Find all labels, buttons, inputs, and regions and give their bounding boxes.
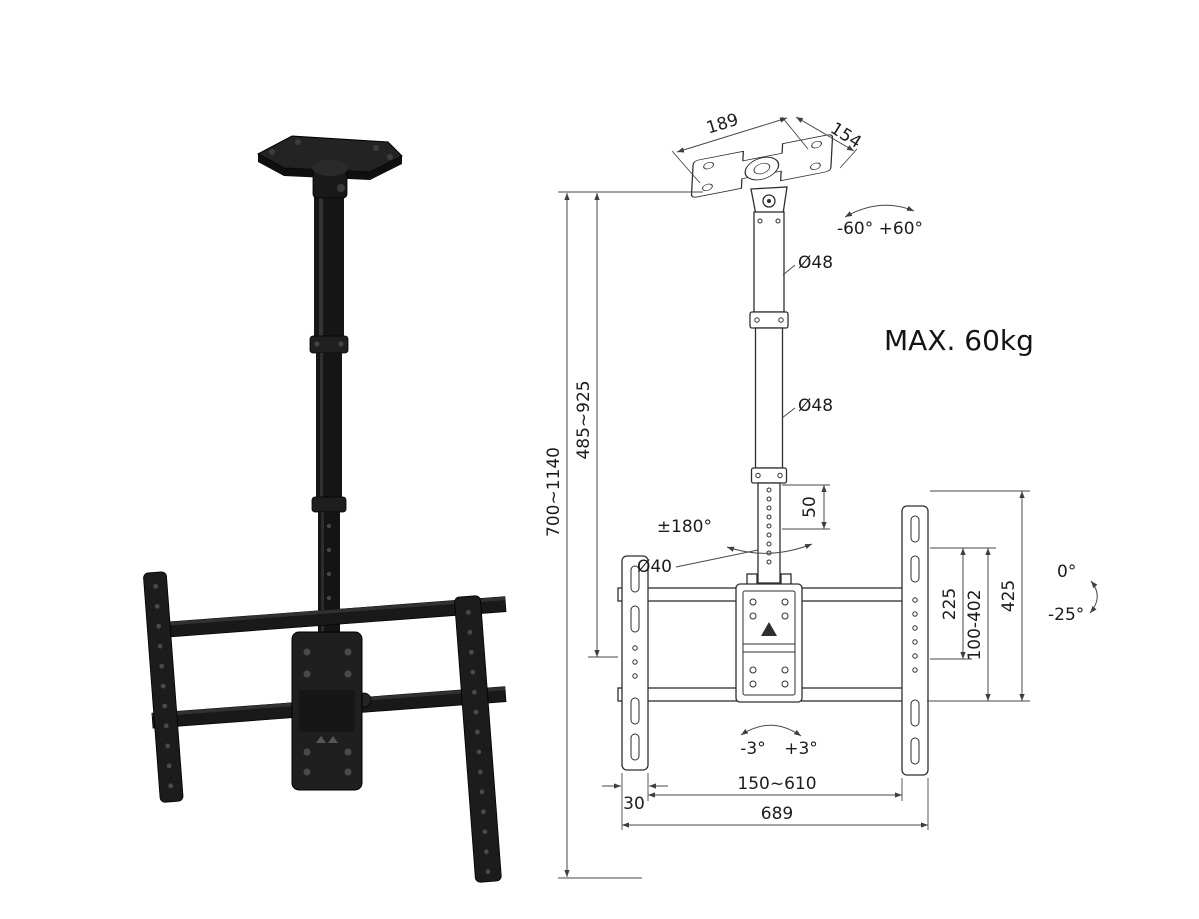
product-render: [143, 135, 507, 883]
up-arrow-icon: [761, 622, 777, 636]
render-pole: [309, 184, 349, 648]
dimension-labels: 189 154 -60° +60° Ø48 Ø48 MAX. 60kg 700~…: [544, 110, 1084, 824]
vesa-pattern-range-label: 100-402: [965, 589, 985, 660]
render-bracket-left: [143, 571, 184, 803]
level-adjust-pos-label: +3°: [784, 739, 818, 759]
hole-pitch-label: 50: [800, 496, 820, 518]
drawing-hinge: [750, 186, 788, 216]
rotation-arc: [726, 543, 813, 554]
drawing-bracket-right: [901, 505, 929, 776]
brand-logo-icon: [316, 736, 338, 743]
total-height-range-label: 700~1140: [544, 447, 564, 537]
dimension-lines: [558, 116, 1098, 879]
bracket-width-label: 30: [623, 794, 645, 814]
rotation-range-label: ±180°: [657, 517, 712, 537]
top-swivel-range-label: -60° +60°: [837, 219, 923, 239]
level-adjust-arc: [740, 724, 802, 737]
drawing-bracket-left: [621, 555, 649, 771]
render-vesa-plate: [291, 631, 372, 791]
technical-drawing: 189 154 -60° +60° Ø48 Ø48 MAX. 60kg 700~…: [544, 110, 1098, 879]
upper-pole-diameter-label: Ø48: [798, 253, 833, 273]
vesa-height-label: 225: [940, 588, 960, 620]
lower-pole-diameter-label: Ø40: [637, 557, 672, 577]
bracket-height-label: 425: [999, 580, 1019, 612]
mid-pole-diameter-label: Ø48: [798, 396, 833, 416]
tilt-min-label: -25°: [1048, 605, 1084, 625]
drawing-pole: [749, 211, 789, 584]
total-width-label: 689: [761, 804, 793, 824]
top-swivel-arc: [844, 204, 915, 218]
tilt-max-label: 0°: [1057, 562, 1076, 582]
max-load-label: MAX. 60kg: [884, 324, 1034, 357]
pole-height-range-label: 485~925: [574, 380, 594, 459]
render-bracket-right: [454, 595, 502, 883]
rail-span-range-label: 150~610: [737, 774, 816, 794]
tilt-arc: [1089, 580, 1098, 614]
drawing-vesa-adapter: [735, 573, 803, 703]
level-adjust-neg-label: -3°: [740, 739, 765, 759]
render-ceiling-plate: [256, 135, 403, 199]
